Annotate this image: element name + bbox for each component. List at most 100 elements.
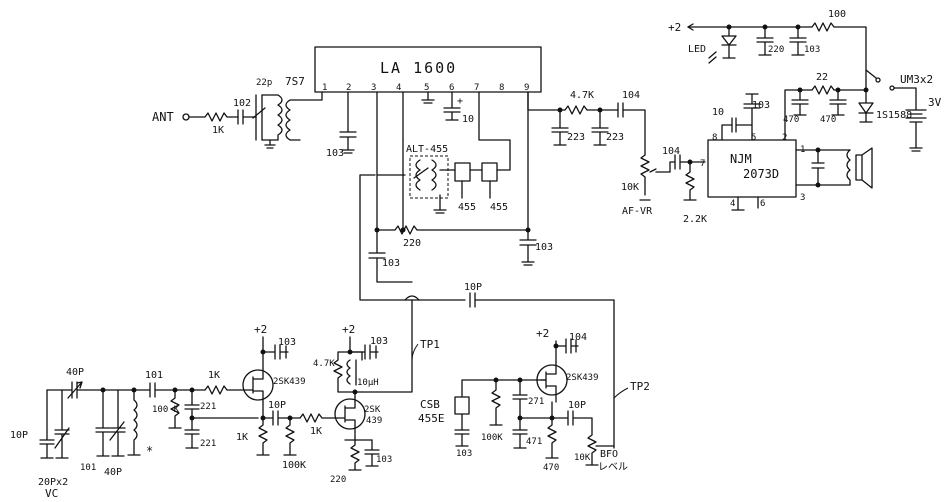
plus2-q2-label: +2 <box>342 323 355 336</box>
c103-top-label: 103 <box>804 45 820 55</box>
pin5-pin6: + 10 <box>421 91 474 125</box>
pin-label: 7 <box>700 159 705 169</box>
csb-label: CSB <box>420 398 440 411</box>
c10p-q3-label: 10P <box>568 400 586 411</box>
c271-label: 271 <box>528 397 544 407</box>
ifcoil-label: ALT-455 <box>406 144 448 155</box>
pin-label: 8 <box>712 133 717 143</box>
vr-label: 10K <box>621 182 639 193</box>
r-out-label: 4.7K <box>570 90 594 101</box>
c470a-label: 470 <box>783 115 799 125</box>
ic-la1600-label: LA 1600 <box>380 59 457 77</box>
r10k-bfo-label: 10K <box>574 453 591 463</box>
ic-la1600: LA 1600 1 2 3 4 5 6 7 8 9 <box>314 46 542 93</box>
c470b-label: 470 <box>820 115 836 125</box>
volt-label: 3V <box>928 96 942 109</box>
c-right-label: 103 <box>535 242 553 253</box>
c-pin2-label: 103 <box>326 148 344 159</box>
if-section: ALT-455 455 455 <box>376 91 511 214</box>
q1-2sk439: 2SK439 +2 103 1K 10P 100K 1K <box>236 323 339 471</box>
pin-label: 7 <box>474 83 479 93</box>
bfo-level-label: レベル <box>598 461 628 473</box>
c221b-label: 221 <box>200 439 216 449</box>
c-out1-label: 223 <box>567 132 585 143</box>
c103-q2b-label: 103 <box>376 455 392 465</box>
vc-label: 20Px2 <box>38 477 68 488</box>
pin-label: 5 <box>424 83 429 93</box>
r1k-b-label: 1K <box>236 432 248 443</box>
tp1-label: TP1 <box>420 338 440 351</box>
pin-label: 9 <box>524 83 529 93</box>
antenna-input: ANT 1K 102 <box>152 98 257 136</box>
c5-label: 10 <box>712 107 724 118</box>
c101a-label: 101 <box>80 463 96 473</box>
bfo-coupling: 10P <box>404 282 615 449</box>
r100k-csb-label: 100K <box>481 433 503 443</box>
r47k-q2-label: 4.7K <box>313 359 335 369</box>
ic2-line2: 2073D <box>743 167 779 181</box>
cf2-label: 455 <box>490 202 508 213</box>
ic-njm2073d: NJM 2073D 7 8 5 2 1 3 4 6 10 103 <box>700 93 873 211</box>
c104-q3-label: 104 <box>569 332 587 343</box>
c10p-bfo-label: 10P <box>464 282 482 293</box>
c10p-in-label: 10P <box>10 430 28 441</box>
c103-q2-label: 103 <box>370 336 388 347</box>
coil-label: 7S7 <box>285 75 305 88</box>
ant-label: ANT <box>152 110 174 124</box>
c-in-label: 104 <box>662 146 680 157</box>
pin-label: 1 <box>322 83 327 93</box>
r100k-b-label: 100K <box>282 460 306 471</box>
c471-label: 471 <box>526 437 542 447</box>
ic2-line1: NJM <box>730 152 752 166</box>
bfo-label: BFO <box>600 449 618 460</box>
diode-label: 1S1588 <box>876 110 912 121</box>
r220-q2-label: 220 <box>330 475 346 485</box>
input-coil: 22p 7S7 <box>252 75 323 149</box>
c103-csb-label: 103 <box>456 449 472 459</box>
q2-b-label: 439 <box>366 416 382 426</box>
csb-freq-label: 455E <box>418 412 445 425</box>
pin-label: 3 <box>800 193 805 203</box>
pin-label: 5 <box>751 133 756 143</box>
pin-label: 6 <box>449 83 454 93</box>
l10uh-label: 10μH <box>357 378 379 388</box>
c221a-label: 221 <box>200 402 216 412</box>
top-rail: +2 100 LED 220 103 <box>668 9 867 71</box>
bfo-section: CSB 455E 103 100K 271 471 2SK439 +2 104 … <box>418 327 650 473</box>
c220-label: 220 <box>768 45 784 55</box>
star-label: * <box>146 444 153 458</box>
pin-label: 8 <box>499 83 504 93</box>
c-out2-label: 223 <box>606 132 624 143</box>
feedback-network: 220 103 103 <box>359 91 553 301</box>
pin-label: 6 <box>760 199 765 209</box>
c-couple-label: 104 <box>622 90 640 101</box>
pin-label: 4 <box>396 83 401 93</box>
pin2-cap: 103 <box>326 91 357 159</box>
c103-amp-label: 103 <box>752 100 770 111</box>
tp2-label: TP2 <box>630 380 650 393</box>
c101b-label: 101 <box>145 370 163 381</box>
vc-name-label: VC <box>45 487 58 500</box>
cf1-label: 455 <box>458 202 476 213</box>
r1k-a-label: 1K <box>208 370 220 381</box>
power-supply: 22 470 470 1S1588 UM3x2 3V <box>783 69 942 152</box>
af-volume: 10K AF-VR 104 2.2K <box>621 146 707 225</box>
r-ant-label: 1K <box>212 125 224 136</box>
r-fb-label: 220 <box>403 238 421 249</box>
q2-2sk439: 2SK 439 +2 103 4.7K 10μH 220 103 TP1 <box>313 323 440 485</box>
c-ant-label: 102 <box>233 98 251 109</box>
q3-label: 2SK439 <box>566 373 599 383</box>
q2-a-label: 2SK <box>364 405 381 415</box>
battery-label: UM3x2 <box>900 73 933 86</box>
vr-name-label: AF-VR <box>622 206 653 217</box>
plus2-q1-label: +2 <box>254 323 267 336</box>
c103-q1-label: 103 <box>278 337 296 348</box>
r100k-a-label: 100 K <box>152 405 180 415</box>
r100-label: 100 <box>828 9 846 20</box>
r1k-c-label: 1K <box>310 426 322 437</box>
c-pin3-label: 103 <box>382 258 400 269</box>
audio-output-filter: 4.7K 223 223 104 <box>527 90 646 156</box>
pin-label: 3 <box>371 83 376 93</box>
c-trim-label: 22p <box>256 78 272 88</box>
